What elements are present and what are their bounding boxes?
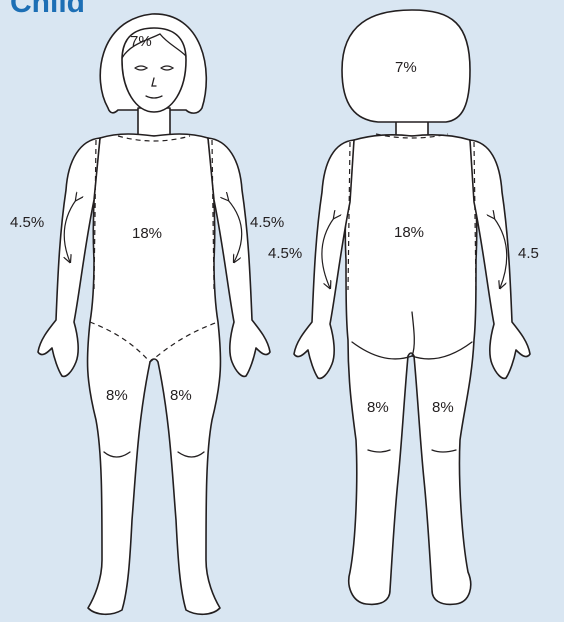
front-torso-legs [88, 134, 221, 614]
front-trunk-label: 18% [132, 225, 162, 242]
back-left-leg-label: 8% [367, 399, 389, 416]
front-left-arm-label: 4.5% [250, 214, 284, 231]
back-trunk-label: 18% [394, 224, 424, 241]
front-figure [38, 14, 270, 614]
back-figure [294, 10, 530, 604]
back-right-leg-label: 8% [432, 399, 454, 416]
back-right-arm-label: 4.5 [518, 245, 539, 262]
front-left-leg-label: 8% [170, 387, 192, 404]
back-left-arm [294, 140, 354, 378]
back-head-label: 7% [395, 59, 417, 76]
front-head-label: 7% [130, 33, 152, 50]
back-left-arm-label: 4.5% [268, 245, 302, 262]
front-right-arm-label: 4.5% [10, 214, 44, 231]
back-torso-legs [345, 135, 476, 605]
front-right-leg-label: 8% [106, 387, 128, 404]
